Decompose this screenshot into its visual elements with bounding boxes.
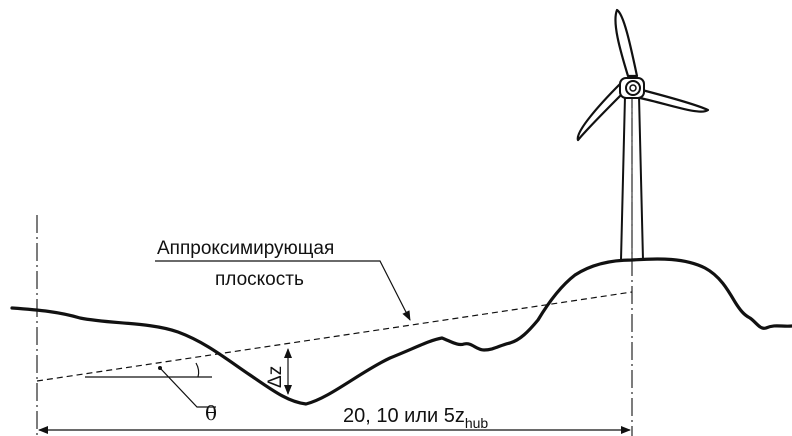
plane-label-leader [155,260,411,321]
terrain-profile [10,257,792,406]
theta-arc [195,362,200,378]
theta-leader-dot [158,366,162,370]
plane-label-line2: плоскость [215,269,304,290]
turbine-tower [620,95,644,261]
turbine-blade-left [576,82,626,142]
distance-label-main: 20, 10 или 5z [343,405,465,427]
theta-label: θ [205,401,217,425]
wind-turbine [576,8,710,261]
theta-leader [159,367,216,408]
distance-label-sub: hub [465,415,489,431]
turbine-blade-up [614,8,639,78]
turbine-blade-right [638,88,710,113]
distance-label: 20, 10 или 5zhub [343,405,488,431]
approximating-plane-line [36,291,633,382]
delta-z-label: Δz [265,366,286,388]
plane-label-line1: Аппроксимирующая [157,238,334,259]
